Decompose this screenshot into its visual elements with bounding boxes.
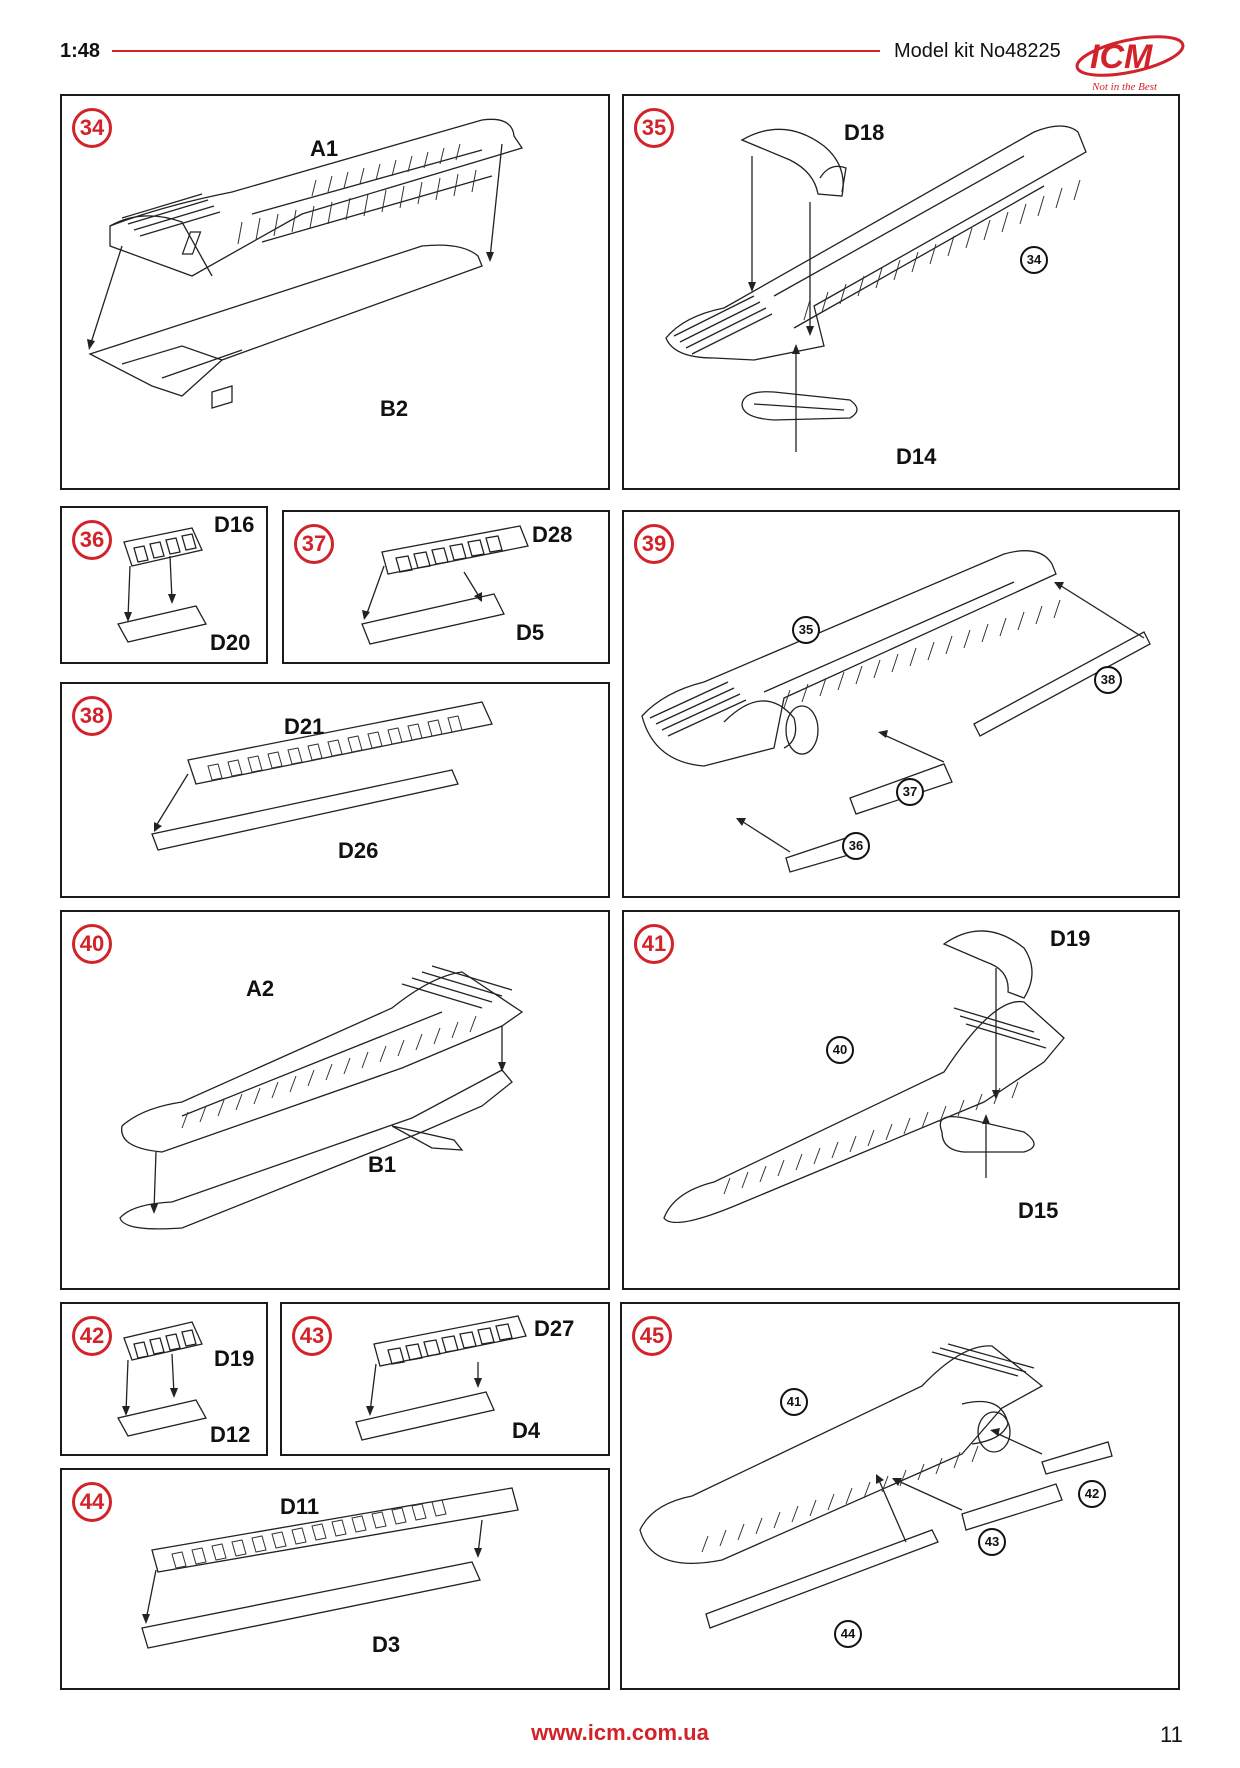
part-label-d4: D4 <box>512 1418 541 1443</box>
step-41-panel: 41 D19 D15 40 <box>622 910 1180 1290</box>
step-34-panel: 34 A1 B2 <box>60 94 610 490</box>
step-number-badge: 44 <box>72 1482 112 1522</box>
part-label-d20: D20 <box>210 630 251 655</box>
step-45-panel: 45 41 42 43 44 <box>620 1302 1180 1690</box>
step-37-panel: 37 D28 D5 <box>282 510 610 664</box>
step-number-badge: 36 <box>72 520 112 560</box>
step-44-panel: 44 D11 D3 <box>60 1468 610 1690</box>
step-ref-badge: 35 <box>792 616 820 644</box>
step-ref-badge: 41 <box>780 1388 808 1416</box>
step-36-panel: 36 D16 D20 <box>60 506 268 664</box>
wing-flap-installation-drawing <box>641 550 1151 873</box>
svg-text:Not in the Best: Not in the Best <box>1091 81 1158 93</box>
part-label-d27: D27 <box>534 1316 575 1341</box>
step-39-panel: 39 35 38 37 36 <box>622 510 1180 898</box>
step-number-badge: 43 <box>292 1316 332 1356</box>
wing-with-nacelle-halves-drawing <box>663 930 1065 1224</box>
part-label-b1: B1 <box>368 1152 397 1177</box>
page-number: 11 <box>1160 1722 1183 1747</box>
step-number-badge: 40 <box>72 924 112 964</box>
step-ref-badge: 40 <box>826 1036 854 1064</box>
step-40-panel: 40 A2 B1 <box>60 910 610 1290</box>
wing-flap-installation-drawing <box>639 1343 1113 1629</box>
part-label-d16: D16 <box>214 512 255 537</box>
wing-upper-lower-halves-drawing <box>87 118 524 409</box>
part-label-d28: D28 <box>532 522 573 547</box>
part-label-d3: D3 <box>372 1632 401 1657</box>
svg-text:ICM: ICM <box>1090 38 1153 76</box>
aileron-assembly-drawing <box>151 701 493 851</box>
part-label-d11: D11 <box>280 1494 320 1519</box>
part-label-d12: D12 <box>210 1422 251 1447</box>
step-ref-badge: 43 <box>978 1528 1006 1556</box>
flap-assembly-drawing <box>117 1321 207 1437</box>
part-label-d19: D19 <box>1050 926 1091 951</box>
step-43-panel: 43 D27 D4 <box>280 1302 610 1456</box>
step-ref-badge: 38 <box>1094 666 1122 694</box>
step-35-panel: 35 D18 D14 34 <box>622 94 1180 490</box>
part-label-d18: D18 <box>844 120 885 145</box>
part-label-d14: D14 <box>896 444 937 469</box>
step-ref-badge: 34 <box>1020 246 1048 274</box>
step-ref-badge: 42 <box>1078 1480 1106 1508</box>
scale-label: 1:48 <box>60 40 101 62</box>
step-number-badge: 41 <box>634 924 674 964</box>
flap-assembly-drawing <box>361 525 529 645</box>
step-number-badge: 39 <box>634 524 674 564</box>
wing-upper-lower-halves-drawing <box>119 965 524 1230</box>
part-label-d26: D26 <box>338 838 379 863</box>
step-number-badge: 37 <box>294 524 334 564</box>
step-ref-badge: 36 <box>842 832 870 860</box>
part-label-d19: D19 <box>214 1346 255 1371</box>
step-number-badge: 38 <box>72 696 112 736</box>
aileron-assembly-drawing <box>141 1487 519 1649</box>
step-number-badge: 35 <box>634 108 674 148</box>
header-rule <box>112 50 880 52</box>
step-42-panel: 42 D19 D12 <box>60 1302 268 1456</box>
kit-number: Model kit No48225 <box>894 40 1061 62</box>
step-number-badge: 42 <box>72 1316 112 1356</box>
part-label-a2: A2 <box>246 976 275 1001</box>
step-38-panel: 38 D21 D26 <box>60 682 610 898</box>
icm-logo: ICM Not in the Best <box>1072 22 1192 102</box>
part-label-d5: D5 <box>516 620 545 645</box>
part-label-a1: A1 <box>310 136 339 161</box>
part-label-d15: D15 <box>1018 1198 1059 1223</box>
step-number-badge: 34 <box>72 108 112 148</box>
wing-with-nacelle-halves-drawing <box>665 125 1087 452</box>
step-number-badge: 45 <box>632 1316 672 1356</box>
flap-assembly-drawing <box>117 527 207 643</box>
flap-assembly-drawing <box>355 1315 527 1441</box>
step-ref-badge: 37 <box>896 778 924 806</box>
part-label-d21: D21 <box>284 714 325 739</box>
step-ref-badge: 44 <box>834 1620 862 1648</box>
part-label-b2: B2 <box>380 396 409 421</box>
website-link[interactable]: www.icm.com.ua <box>531 1720 709 1745</box>
